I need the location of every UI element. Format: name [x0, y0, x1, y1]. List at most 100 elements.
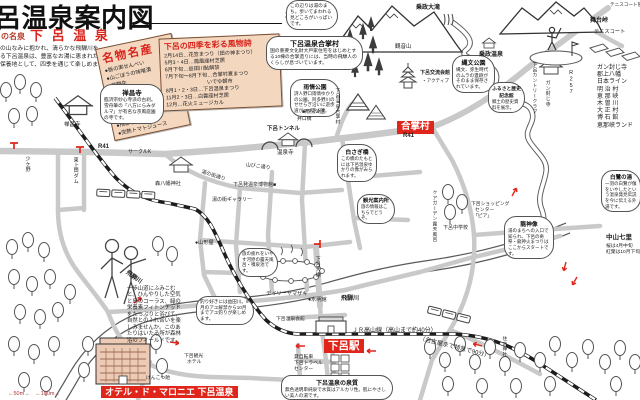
label-kanko-hotel-1: 下呂観光	[184, 354, 204, 359]
callout-ryujin: 龍神像 湯のまちへの入口で知られ、下呂の奇祭・龍神火まつりはここからスタートです…	[504, 216, 554, 260]
label-kanko-hotel-2: ホテル	[187, 360, 202, 365]
callout-text: 詩人野口雨情ゆかりの公園。阿多野川のせせらぎ沿いに遊歩道がつづきます。	[294, 91, 335, 113]
label-kur-garden: クアガーデン露天風呂	[431, 190, 437, 242]
callout-ujo-park: 雨情公園 詩人野口雨情ゆかりの公園。阿多野川のせせらぎ沿いに遊歩道がつづきます。	[290, 79, 340, 117]
gassho-house-icon	[346, 93, 370, 111]
callout-zenshoji: 禅昌寺 臨済宗妙心寺派の古刹。雪舟筆の「八方にらみダルマ」が有名な京風庭園の寺で…	[100, 84, 164, 124]
train-icon	[96, 188, 156, 200]
gassho-mura-label: 合掌村	[397, 121, 434, 134]
intro-line: 保養地として、四季を通じて楽しめま	[0, 62, 99, 68]
callout-title: 観光案内所	[363, 198, 389, 204]
gero-station-building	[315, 316, 347, 334]
label-genkotsu: げんこつ飴	[146, 376, 170, 381]
label-nakayama-shichiri: 中山七里	[606, 234, 632, 241]
callout-gassho-mura: 下呂温泉合掌村 国の重要文化財大戸家住宅をはじめとする10棟の合掌造りには、当時…	[266, 36, 363, 70]
golf-course-icon	[529, 26, 583, 66]
callout-text: この橋のたもとには下呂温泉ゆかりの像がみられます。	[341, 156, 373, 178]
addressee-line	[150, 23, 282, 24]
destination-item: 恵 那 峡	[597, 93, 619, 100]
label-pia-3: 「ピア」	[473, 214, 493, 219]
label-koryu-kaikan: 下呂交流会館	[420, 70, 451, 76]
callout-text: 湯のまちへの入口で知られ、下呂の奇祭・龍神火まつりはここからスタートです。	[508, 228, 549, 256]
callout-jomon-park: 縄文公園 縄文、弥生時代のムラの遺跡がそのまま保存されています。	[452, 55, 495, 93]
label-onsen-kaikan: 下呂温泉会館	[276, 317, 305, 322]
callout-text: 郷土の歴史資料を展示。	[492, 99, 519, 110]
label-rental-cycle-3: センター	[294, 367, 314, 372]
label-rental-cycle-2: 下呂トラベル	[294, 361, 323, 366]
callout-text: 無色透明単純泉で水質はアルカリ性。肌にやさしい美人の湯です。	[285, 387, 386, 398]
label-gallery: 湯の街ギャラリー	[212, 197, 253, 203]
callout-title: ふるさと歴史記念館	[492, 87, 521, 99]
label-mori-hachiman: 森八幡神社	[155, 181, 181, 187]
callout-fishing: 釣り好きには益田川。6月のアユ解禁から10月までアユ釣りが楽しめます。	[196, 296, 254, 325]
subtitle: 下 呂 温 泉	[30, 28, 111, 43]
callout-title: 下呂温泉の泉質	[315, 381, 358, 387]
label-kannonyama: 観音山	[395, 44, 412, 50]
label-daily-yamazaki: デイリーヤマザキ	[266, 291, 308, 297]
gero-station-label: 下呂駅	[324, 339, 364, 354]
label-gero-bridge: 下呂大橋	[314, 256, 321, 278]
map-scale: ←50m→ ←100m→	[8, 391, 60, 397]
label-yamagataya: ●山形屋	[195, 240, 214, 246]
label-sumiyoshi: 住吉神社	[501, 336, 507, 357]
intro-line: る下呂温泉は、豊富なお湯に恵まれた	[0, 54, 99, 60]
label-ujo-marker: ■雨情公園	[302, 109, 326, 115]
norimasa-onsen-hut	[481, 37, 497, 49]
callout-furusato: ふるさと歴史記念館 郷土の歴史資料を展示。	[488, 82, 525, 113]
callout-title: 白鷺の湯	[609, 175, 632, 181]
label-tennis-court: テニスコート	[594, 29, 626, 35]
callout-title: 縄文公園	[461, 61, 486, 67]
label-norimasa-falls: 乗政大滝	[416, 5, 441, 11]
callout-title: 下呂温泉合掌村	[290, 41, 339, 48]
callout-text: 一羽の白鷺が傷をいやしたという温泉発見伝説を今に伝える外湯です。	[605, 181, 637, 209]
callout-funsenchi: 旅の疲れをいやす河原の露天風呂・噴泉池です。	[238, 248, 278, 277]
destination-item: 郡上八幡	[597, 72, 622, 79]
label-route257: R257	[568, 70, 575, 96]
callout-text: 旅の疲れをいやす河原の露天風呂・噴泉池です。	[242, 251, 274, 273]
label-iguchi-bridge: 井口橋	[297, 117, 312, 122]
label-higashiueda-dam: 東上田ダム	[72, 157, 79, 184]
gassho-house-icon-2	[366, 104, 386, 120]
label-rental-cycle-1: 貸自転車	[294, 355, 314, 360]
label-gassho-road: 下呂温泉合掌村	[334, 88, 340, 125]
label-chugakko: 下呂中学校	[443, 225, 469, 231]
page-title: 呂温泉案内図	[0, 3, 155, 33]
label-nakayama-autumn: 紅葉は10月下旬〜11月上旬	[606, 250, 640, 255]
label-circle-k: サークルK	[128, 149, 152, 155]
destinations-list: ガン封じ寺 郡上八幡 日本ライン 明 治 村 恵 那 峡 木 曽 川 大 正 村…	[597, 65, 640, 130]
label-hida-river-2: 飛騨川	[341, 296, 360, 302]
label-onsenji: 温泉寺	[277, 150, 294, 156]
pagoda-icon	[398, 63, 418, 89]
label-zenshoji: 禅昌寺	[64, 122, 81, 128]
destination-item: 木 曽 川	[597, 101, 619, 108]
callout-shirasagi-no-yu: 白鷺の湯 一羽の白鷺が傷をいやしたという温泉発見伝説を今に伝える外湯です。	[601, 170, 640, 213]
mountains	[330, 1, 604, 53]
label-shogano: 少ケ野	[24, 156, 31, 173]
callout-spring-quality: 下呂温泉の泉質 無色透明単純泉で水質はアルカリ性。肌にやさしい美人の湯です。	[281, 375, 393, 400]
destination-item: 大 正 村	[597, 108, 619, 115]
label-butai-pass: 舞台峠	[590, 18, 609, 24]
train-icon-2	[426, 305, 472, 324]
label-ganfuji-temple: ガン封じ寺	[544, 80, 551, 107]
destination-item: ガン封じ寺	[597, 65, 628, 71]
subtitle-prefix: の名泉	[1, 32, 25, 41]
destination-item: 恵那峡ランド	[597, 122, 634, 129]
events-panel: 下呂の四季を彩る風物詩 2月14日…花笠まつり（田の神まつり） 5月3・4日…鳳…	[158, 33, 283, 112]
walking-couple-illustration	[100, 238, 147, 305]
label-onsen-museum: 下呂発温泉博物館■	[233, 182, 277, 188]
forest-bathing-text: 一歩山道にふみこむと、ひんやりした空気と鳥のコーラス、緑の栄養素フィトンチッドを…	[127, 286, 181, 344]
label-norimasa-onsen: 乗政温泉	[479, 52, 504, 58]
intro-line: の山なみに抱かれ、清らかな飛騨川を	[0, 46, 99, 52]
destination-item: 明 治 村	[597, 86, 619, 93]
callout-title: 禅昌寺	[122, 90, 142, 97]
label-koryu-sub: ・アクティブ	[422, 78, 450, 83]
callout-title: 龍神像	[520, 222, 538, 228]
jr-line-label: ＪＲ高山線（高山まで約40分）	[352, 328, 437, 334]
label-suimeikan: ●水明館	[308, 297, 327, 303]
callout-shirasagi-bridge: 白さぎ橋 この橋のたもとには下呂温泉ゆかりの像がみられます。	[337, 144, 377, 182]
destination-item: 日本ライン	[597, 79, 628, 86]
tennis-court-icons	[589, 43, 640, 61]
label-tennis-mgmt: テニスコート管理棟	[610, 2, 640, 7]
tunnel-portals	[261, 138, 313, 151]
